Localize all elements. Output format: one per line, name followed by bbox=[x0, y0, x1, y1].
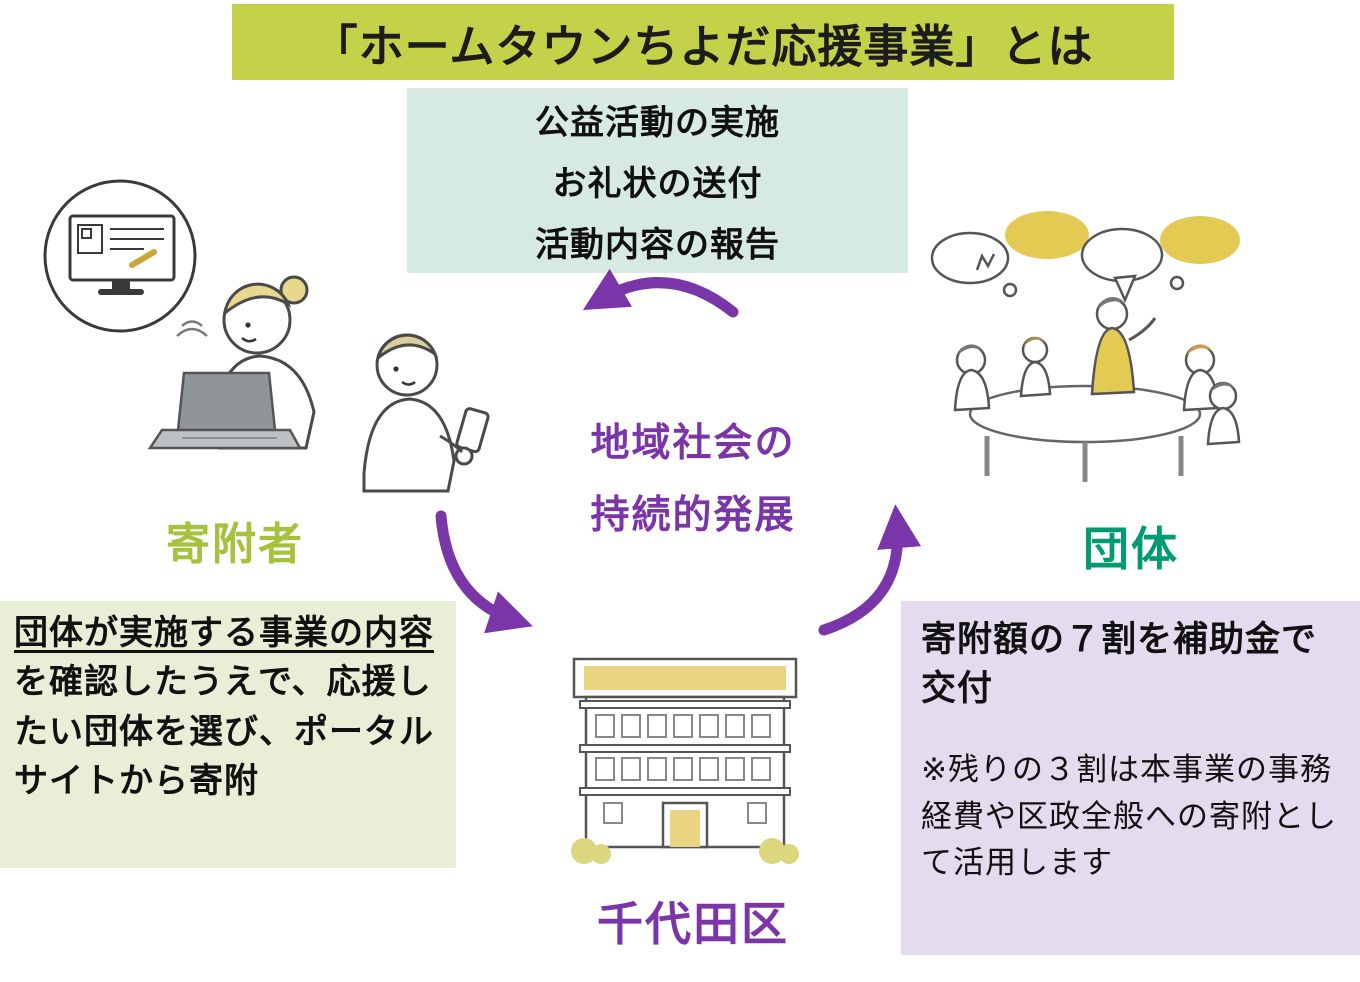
meeting-table bbox=[968, 384, 1202, 482]
ward-label: 千代田区 bbox=[597, 898, 789, 950]
donor-explanation-rest: を確認したうえで、応援したい団体を選び、ポータルサイトから寄附 bbox=[14, 663, 434, 800]
subsidy-note-text: ※残りの３割は本事業の事務経費や区政全般への寄附として活用します bbox=[921, 752, 1337, 880]
donor-label: 寄附者 bbox=[166, 520, 304, 569]
donor-explanation-underlined: 団体が実施する事業の内容 bbox=[14, 614, 434, 652]
subsidy-main-text: 寄附額の７割を補助金で交付 bbox=[921, 620, 1318, 708]
building-windows bbox=[595, 714, 771, 824]
center-goal-text: 地域社会の 持続的発展 bbox=[548, 408, 838, 552]
goal-line-2: 持続的発展 bbox=[590, 494, 796, 537]
bush-icon bbox=[571, 838, 799, 864]
donors-at-computer-illustration bbox=[43, 179, 490, 493]
ward-office-building-illustration bbox=[571, 657, 799, 864]
donor-explanation-box: 団体が実施する事業の内容を確認したうえで、応援したい団体を選び、ポータルサイトか… bbox=[0, 601, 456, 868]
duty-line: お礼状の送付 bbox=[552, 165, 763, 203]
man-with-phone-figure bbox=[362, 333, 490, 493]
arrow-org-to-duties bbox=[582, 268, 739, 318]
organization-duties-box: 公益活動の実施 お礼状の送付 活動内容の報告 bbox=[407, 88, 908, 273]
subsidy-explanation-box: 寄附額の７割を補助金で交付 ※残りの３割は本事業の事務経費や区政全般への寄附とし… bbox=[901, 601, 1360, 955]
building-icon bbox=[571, 657, 799, 864]
title-banner: 「ホームタウンちよだ応援事業」とは bbox=[232, 4, 1174, 80]
organization-label: 団体 bbox=[1083, 523, 1179, 575]
goal-line-1: 地域社会の bbox=[590, 422, 796, 465]
page-title: 「ホームタウンちよだ応援事業」とは bbox=[312, 20, 1094, 72]
monitor-icon bbox=[43, 179, 208, 337]
duty-line: 公益活動の実施 bbox=[535, 104, 780, 142]
organization-meeting-illustration bbox=[930, 211, 1241, 482]
woman-at-laptop-figure bbox=[147, 275, 316, 450]
meeting-people-figures bbox=[953, 296, 1241, 446]
duty-line: 活動内容の報告 bbox=[535, 226, 780, 264]
speech-bubbles-icon bbox=[930, 211, 1240, 304]
